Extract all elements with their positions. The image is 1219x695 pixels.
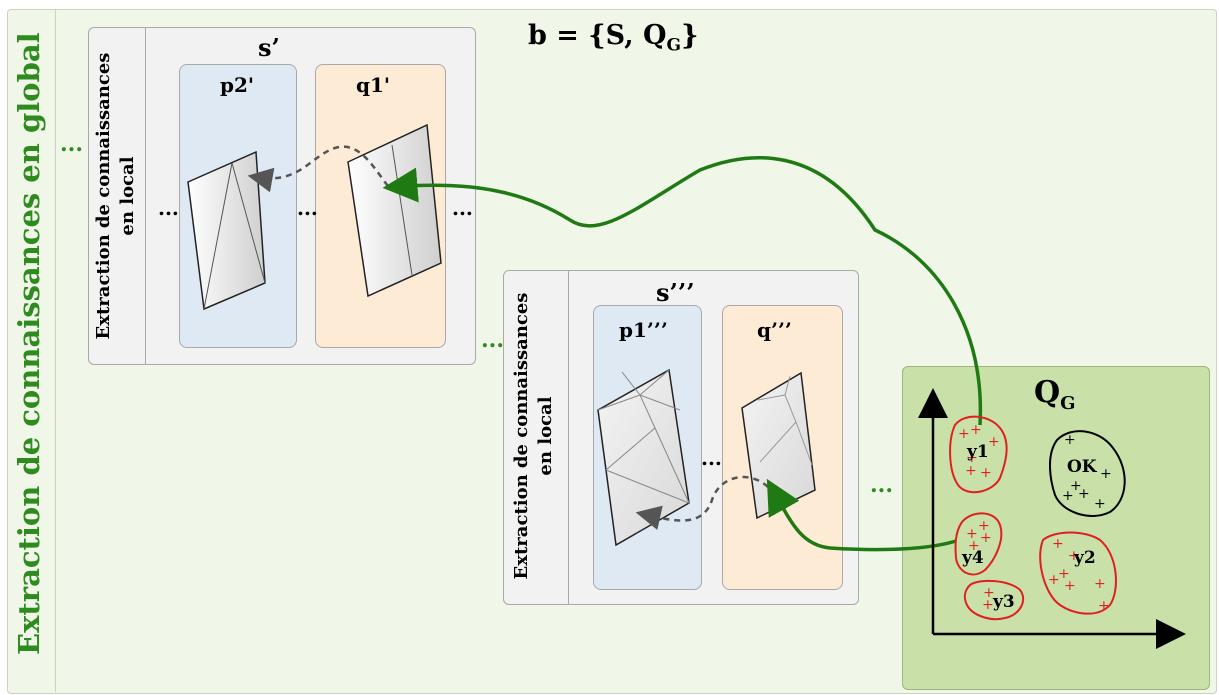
svg-text:+: + [1062,488,1074,504]
svg-text:+: + [978,518,990,534]
svg-text:+: + [1064,432,1076,448]
ellipsis-mid-bottom: ... [701,446,722,470]
cluster-ok: + + + + + + [1049,430,1126,517]
ellipsis-p2: ... [158,196,179,220]
s-triple-prime-label: s’’’ [656,278,695,307]
svg-text:+: + [980,530,992,546]
cluster-y4: + + + + [954,512,1003,576]
cluster-label-y2: y2 [1073,548,1096,568]
svg-text:+: + [1078,486,1090,502]
svg-text:+: + [968,538,980,554]
svg-text:+: + [988,434,1000,450]
panel-divider [145,28,146,364]
ellipsis-green-right: ... [870,472,893,498]
svg-text:+: + [1064,578,1076,594]
svg-text:+: + [980,465,992,481]
ellipsis-q1: ... [452,196,473,220]
side-divider [55,9,56,692]
svg-text:+: + [966,450,978,466]
cluster-label-ok: OK [1067,457,1098,477]
ellipsis-green-left: ... [60,131,83,157]
cluster-y3: + + [963,579,1025,621]
svg-text:+: + [965,463,977,479]
svg-text:+: + [1094,576,1106,592]
svg-text:+: + [1094,496,1106,512]
p2-prime-label: p2' [220,73,255,97]
qg-title: QG [1034,375,1076,414]
p1-triple-prime-sheet [597,368,690,547]
green-arrow-y1-to-q1 [382,156,983,426]
svg-text:+: + [966,526,978,542]
svg-text:+: + [1052,536,1064,552]
q1-prime-label: q1' [356,73,391,97]
green-arrow-y4-to-q [766,478,957,552]
panel-divider [568,271,569,604]
svg-text:+: + [1058,566,1070,582]
cluster-label-y4: y4 [961,548,984,568]
q1-prime-sheet [347,123,442,298]
svg-text:+: + [958,426,970,442]
svg-text:+: + [1100,466,1112,482]
svg-text:+: + [983,585,995,601]
svg-text:+: + [1070,478,1082,494]
p1-triple-prime-label: p1’’’ [619,318,668,342]
ellipsis-green-mid: ... [481,327,504,353]
svg-text:+: + [970,422,982,438]
cluster-label-y3: y3 [992,592,1015,612]
svg-text:+: + [1068,548,1080,564]
s-prime-label: s’ [258,33,280,62]
ellipsis-mid-top: ... [297,196,318,220]
p2-prime-sheet [187,150,266,311]
cluster-y2: + + + + + + + [1039,531,1117,615]
cluster-label-y1: y1 [966,442,989,462]
dashed-arrow-bottom [635,475,769,531]
formula-b: b = {S, QG} [528,20,699,56]
cluster-y1: + + + + + + [949,415,1008,494]
dashed-arrow-top [247,145,389,193]
svg-text:+: + [1048,572,1060,588]
svg-text:+: + [1098,598,1110,614]
svg-text:+: + [982,597,994,613]
q-triple-prime-label: q’’’ [757,318,792,342]
